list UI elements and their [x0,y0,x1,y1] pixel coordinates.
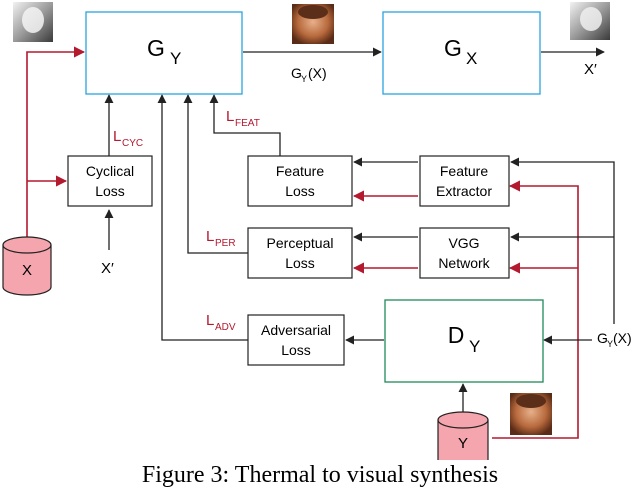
feature-extractor-line2: Extractor [436,183,492,199]
perceptual-loss-line1: Perceptual [267,235,334,251]
database-x: X [2,236,52,296]
gx-sub: X [466,49,477,68]
perceptual-loss-line2: Loss [285,255,315,271]
visual-output-image [292,4,334,44]
label-l-adv: L ADV [206,312,236,333]
synthesis-diagram: G Y G X D Y Cyclical Loss Feature Loss P… [2,2,632,460]
figure-caption: Figure 3: Thermal to visual synthesis [141,462,499,488]
adversarial-loss-line1: Adversarial [261,322,331,338]
cyclical-loss-box: Cyclical Loss [67,155,153,207]
generator-gy: G Y [85,11,243,95]
label-l-cyc: L CYC [113,128,143,149]
gy-sub: Y [170,49,181,68]
dy-label: D [448,322,465,348]
l-cyc-main: L [113,128,121,145]
db-x-label: X [22,262,32,279]
gyx-right-tail: (X) [613,330,632,346]
l-feat-main: L [226,108,234,125]
database-y: Y [437,411,489,460]
l-cyc-sub: CYC [122,138,143,149]
thermal-input-image [13,2,53,42]
label-gyx-right: G Y (X) [597,330,632,349]
label-gyx-mid: G Y (X) [291,65,327,84]
feature-loss-box: Feature Loss [247,155,353,207]
gyx-mid-tail: (X) [308,65,327,81]
feature-loss-line2: Loss [285,183,315,199]
cyclical-loss-line1: Cyclical [86,163,134,179]
gyx-mid-sub: Y [301,74,307,84]
vgg-network-line1: VGG [448,235,479,251]
l-per-sub: PER [215,238,236,249]
feature-extractor-box: Feature Extractor [419,155,510,207]
generator-gx: G X [382,11,541,95]
db-y-label: Y [458,435,468,452]
gyx-right-sub: Y [607,339,613,349]
vgg-network-line2: Network [438,255,490,271]
gy-label: G [147,35,165,61]
label-l-per: L PER [206,228,236,249]
cyclical-loss-line2: Loss [95,183,125,199]
perceptual-loss-box: Perceptual Loss [247,227,353,279]
visual-target-image [510,393,552,435]
l-adv-sub: ADV [215,322,236,333]
feature-extractor-line1: Feature [440,163,488,179]
adversarial-loss-box: Adversarial Loss [247,314,345,366]
l-per-main: L [206,228,214,245]
x-prime-output: X′ [584,61,597,78]
l-feat-sub: FEAT [235,118,260,129]
gyx-right-main: G [597,330,608,346]
gyx-mid-main: G [291,65,302,81]
adversarial-loss-line2: Loss [281,342,311,358]
label-l-feat: L FEAT [226,108,260,129]
x-prime-input: X′ [101,260,114,277]
l-adv-main: L [206,312,214,329]
black-connections [104,47,615,412]
red-connections [26,46,579,439]
thermal-reconstruction-image [570,2,610,40]
gx-label: G [444,35,462,61]
dy-sub: Y [469,337,480,356]
vgg-network-box: VGG Network [419,227,510,279]
feature-loss-line1: Feature [276,163,324,179]
discriminator-dy: D Y [384,299,544,383]
